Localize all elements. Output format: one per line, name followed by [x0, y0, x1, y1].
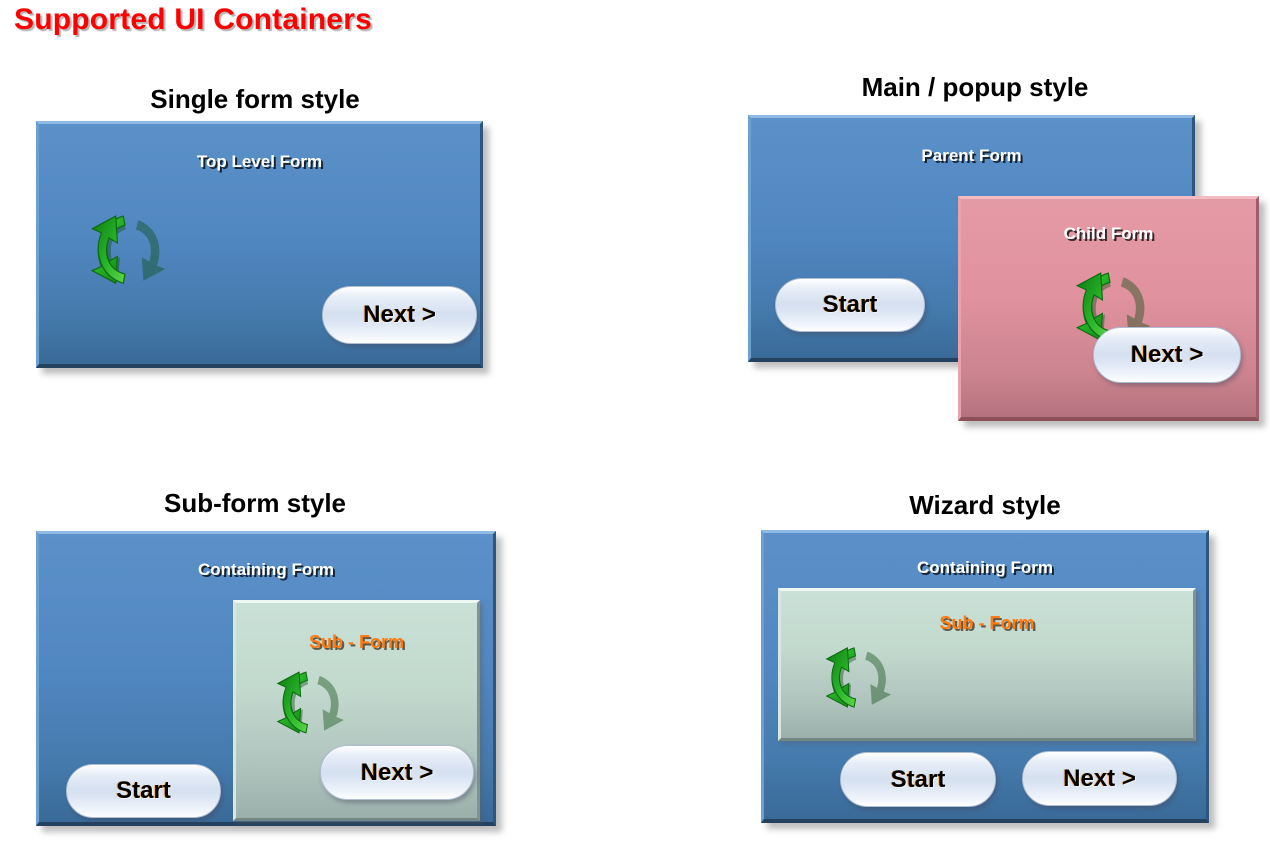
start-button-label: Start: [890, 765, 946, 793]
form-caption: Child Form: [1063, 224, 1154, 243]
start-button[interactable]: Start: [840, 752, 996, 807]
start-button[interactable]: Start: [66, 764, 221, 818]
next-button[interactable]: Next >: [322, 286, 477, 344]
next-button[interactable]: Next >: [1022, 751, 1177, 806]
form-caption: Parent Form: [921, 146, 1022, 165]
section-title: Main / popup style: [861, 72, 1089, 102]
next-button[interactable]: Next >: [1093, 327, 1241, 383]
next-button-label: Next >: [1130, 341, 1204, 368]
form-caption: Top Level Form: [196, 152, 323, 171]
form-caption: Containing Form: [198, 560, 334, 579]
page-title: Supported UI Containers: [14, 3, 372, 36]
start-button-label: Start: [822, 291, 878, 318]
panel-sub-form[interactable]: Sub - Form: [778, 588, 1196, 741]
section-title: Single form style: [150, 84, 360, 114]
start-button-label: Start: [116, 777, 171, 804]
section-sub-form-style: Sub-form style Containing Form Sub - For…: [20, 488, 496, 843]
section-single-form-style: Single form style Top Level Form Next >: [20, 84, 490, 384]
refresh-cycle-icon: [88, 206, 172, 290]
section-title: Sub-form style: [163, 488, 347, 518]
next-button-label: Next >: [363, 301, 436, 328]
start-button[interactable]: Start: [775, 278, 925, 332]
form-child-form[interactable]: Child Form Next >: [958, 196, 1259, 421]
next-button-label: Next >: [1063, 764, 1136, 792]
refresh-cycle-icon: [274, 663, 350, 739]
next-button[interactable]: Next >: [320, 745, 474, 800]
form-containing-form[interactable]: Containing Form Sub - Form Start Next >: [761, 530, 1209, 823]
subform-caption: Sub - Form: [309, 632, 404, 652]
form-containing-form[interactable]: Containing Form Sub - Form Next > Start: [36, 531, 496, 826]
subform-caption: Sub - Form: [939, 613, 1035, 633]
form-caption: Containing Form: [917, 558, 1053, 577]
panel-sub-form[interactable]: Sub - Form Next >: [233, 600, 480, 821]
section-wizard-style: Wizard style Containing Form Sub - Form …: [745, 490, 1225, 845]
form-top-level-form[interactable]: Top Level Form Next >: [36, 121, 483, 368]
refresh-cycle-icon: [823, 639, 897, 713]
next-button-label: Next >: [360, 758, 434, 786]
section-title: Wizard style: [909, 490, 1061, 520]
section-main-popup-style: Main / popup style Parent Form Start Chi…: [730, 72, 1270, 442]
